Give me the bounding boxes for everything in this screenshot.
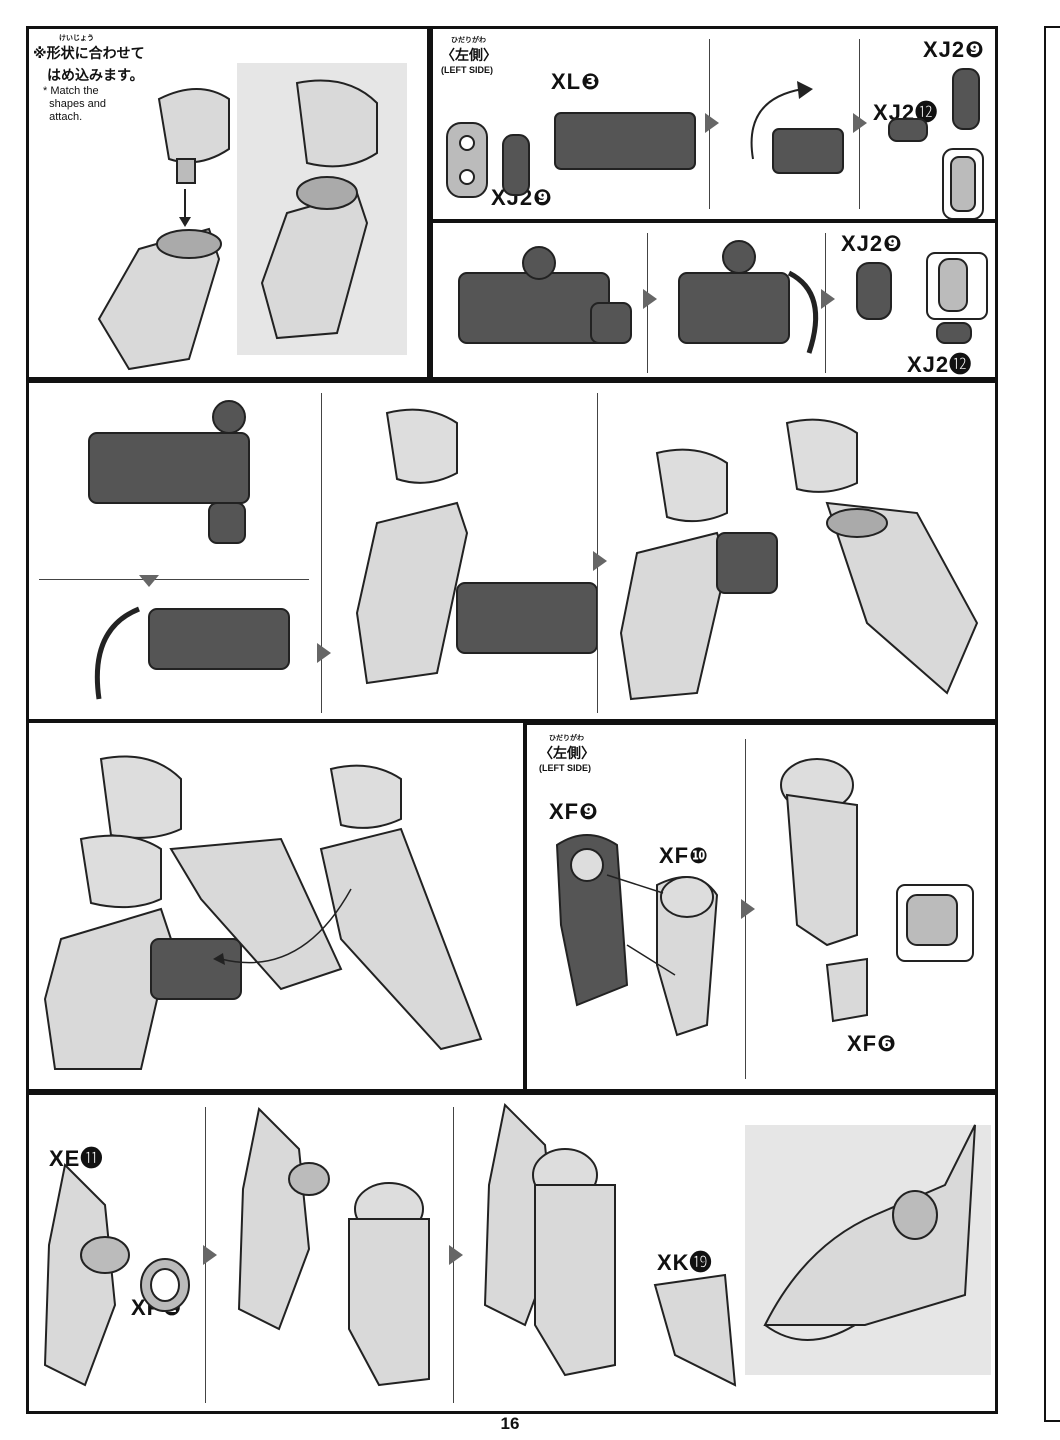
part-label-xl3: XL❸ xyxy=(551,69,601,94)
illustration-xj2-parts xyxy=(856,252,988,344)
panel-step-3: XJ2❾ XJ2⓬ xyxy=(430,220,998,380)
adjacent-page-edge xyxy=(1044,26,1060,1422)
next-arrow-down xyxy=(139,575,159,587)
reference-photo xyxy=(237,63,407,355)
part-label-xf9: XF❾ xyxy=(549,799,599,824)
part-label-xj2-9-b: XJ2❾ xyxy=(923,37,985,62)
note-jp-line2: はめ込みます。 xyxy=(47,68,144,84)
illustration-xl3-assembly xyxy=(446,112,696,198)
reference-photo xyxy=(745,1124,991,1375)
next-arrow xyxy=(643,289,657,309)
panel-step-7: XE⓫ XP❶ XK⓳ xyxy=(26,1092,998,1414)
illustration-xe-xp xyxy=(43,1162,190,1387)
next-arrow xyxy=(741,899,755,919)
note-en: * Match the shapes and attach. xyxy=(43,85,106,123)
next-arrow xyxy=(203,1245,217,1265)
next-arrow xyxy=(593,551,607,571)
illustration-xj2-join xyxy=(888,68,984,219)
note-jp-line1: ※形状に合わせて xyxy=(33,46,145,62)
illustration-xf-assembly xyxy=(780,758,974,1023)
next-arrow xyxy=(705,113,719,133)
part-label-xe11: XE⓫ xyxy=(49,1146,104,1171)
illustration-leg-attach xyxy=(97,88,230,371)
illustration-rotate xyxy=(750,81,844,174)
next-arrow xyxy=(449,1245,463,1265)
divider xyxy=(39,579,309,580)
next-arrow xyxy=(317,643,331,663)
part-label-xj2-12: XJ2⓬ xyxy=(907,352,973,377)
illustration-frame-rotate xyxy=(678,240,819,354)
next-arrow xyxy=(853,113,867,133)
note-ruby: けいじょう xyxy=(59,34,94,42)
next-arrow xyxy=(821,289,835,309)
left-side-tag: ひだりがわ 〈左側〉 (LEFT SIDE) xyxy=(539,734,595,773)
panel-step-4 xyxy=(26,380,998,722)
part-label-xj2-9: XJ2❾ xyxy=(841,231,903,256)
illustration-frame-joint xyxy=(88,400,250,544)
divider xyxy=(321,393,322,713)
part-label-xf10: XF❿ xyxy=(659,843,709,868)
part-label-xk19: XK⓳ xyxy=(657,1250,713,1275)
left-side-tag: ひだりがわ 〈左側〉 (LEFT SIDE) xyxy=(441,36,497,75)
illustration-xe-leg xyxy=(237,1106,430,1387)
illustration-two-legs xyxy=(619,418,979,701)
illustration-leg-frame xyxy=(355,408,598,685)
panel-step-5 xyxy=(26,720,526,1092)
panel-step-2: ひだりがわ 〈左側〉 (LEFT SIDE) XL❸ XJ2❾ XJ2❾ XJ2… xyxy=(430,26,998,222)
illustration-xf-parts xyxy=(555,834,719,1037)
illustration-xk-attach xyxy=(483,1102,737,1387)
illustration-legs-assembly xyxy=(43,755,483,1070)
part-label-xf6: XF❻ xyxy=(847,1031,897,1056)
illustration-frame-insert xyxy=(458,246,632,344)
page-number: 16 xyxy=(500,1414,520,1433)
panel-step-1: けいじょう ※形状に合わせて はめ込みます。 * Match the shape… xyxy=(26,26,430,380)
panel-step-6: ひだりがわ 〈左側〉 (LEFT SIDE) XF❾ XF❿ XF❻ xyxy=(524,722,998,1092)
illustration-frame-rotate xyxy=(94,606,290,700)
